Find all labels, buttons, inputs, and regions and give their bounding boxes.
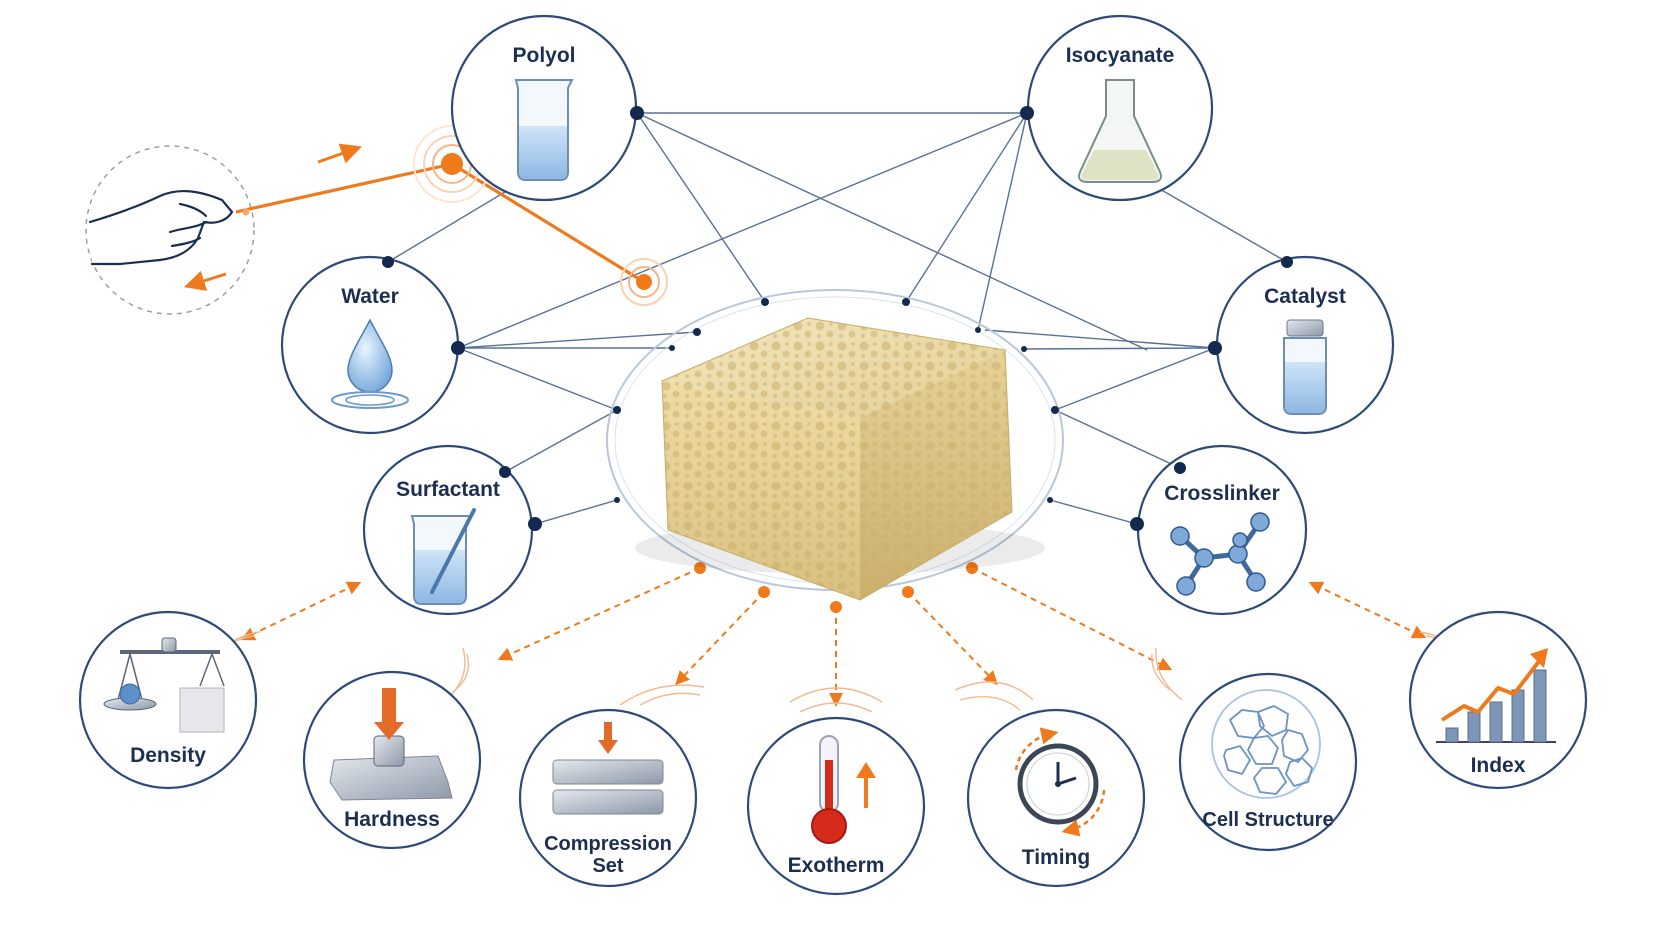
node-catalyst[interactable]: Catalyst bbox=[1215, 255, 1395, 435]
foam-block-icon bbox=[635, 317, 1045, 601]
beaker-stirrer-icon bbox=[410, 508, 476, 605]
polyol-label: Polyol bbox=[512, 44, 575, 67]
compression-plates-icon bbox=[552, 722, 664, 815]
pull-interaction bbox=[85, 125, 668, 315]
node-exotherm[interactable]: Exotherm bbox=[746, 716, 926, 896]
clock-icon bbox=[1014, 727, 1106, 837]
index-label: Index bbox=[1471, 754, 1526, 777]
vial-icon bbox=[1283, 319, 1327, 415]
node-index[interactable]: Index bbox=[1408, 610, 1588, 790]
node-density[interactable]: Density bbox=[78, 610, 258, 790]
catalyst-label: Catalyst bbox=[1264, 285, 1346, 308]
node-timing[interactable]: Timing bbox=[966, 708, 1146, 888]
hardness-label: Hardness bbox=[344, 808, 440, 831]
node-hardness[interactable]: Hardness bbox=[302, 670, 482, 850]
timing-label: Timing bbox=[1022, 846, 1090, 869]
hand-area-ring bbox=[85, 145, 255, 315]
surfactant-label: Surfactant bbox=[396, 478, 500, 501]
flask-icon bbox=[1078, 79, 1162, 183]
water-drop-icon bbox=[331, 318, 409, 409]
ring-dots bbox=[613, 298, 1059, 503]
indenter-icon bbox=[329, 688, 453, 801]
density-label: Density bbox=[130, 744, 206, 767]
node-cell-structure[interactable]: Cell Structure bbox=[1178, 672, 1358, 852]
beaker-icon bbox=[514, 79, 574, 181]
exotherm-label: Exotherm bbox=[788, 854, 885, 877]
compression-label-line2: Set bbox=[592, 855, 623, 877]
isocyanate-label: Isocyanate bbox=[1066, 44, 1175, 67]
node-crosslinker[interactable]: Crosslinker bbox=[1136, 444, 1308, 616]
bar-chart-icon bbox=[1436, 648, 1556, 743]
node-polyol[interactable]: Polyol bbox=[450, 14, 638, 202]
network-links bbox=[387, 112, 1288, 525]
node-compression-set[interactable]: Compression Set bbox=[518, 708, 698, 888]
molecule-icon bbox=[1170, 512, 1270, 596]
hand-pulling-icon bbox=[88, 189, 234, 266]
cell-sphere-icon bbox=[1211, 689, 1321, 799]
cell-structure-label: Cell Structure bbox=[1202, 809, 1333, 831]
balance-scale-icon bbox=[103, 637, 225, 733]
node-water[interactable]: Water bbox=[280, 255, 460, 435]
node-isocyanate[interactable]: Isocyanate bbox=[1026, 14, 1214, 202]
compression-label-line1: Compression bbox=[544, 833, 672, 855]
thermometer-icon bbox=[811, 735, 876, 844]
crosslinker-label: Crosslinker bbox=[1164, 482, 1280, 505]
water-label: Water bbox=[341, 285, 399, 308]
node-surfactant[interactable]: Surfactant bbox=[362, 444, 534, 616]
